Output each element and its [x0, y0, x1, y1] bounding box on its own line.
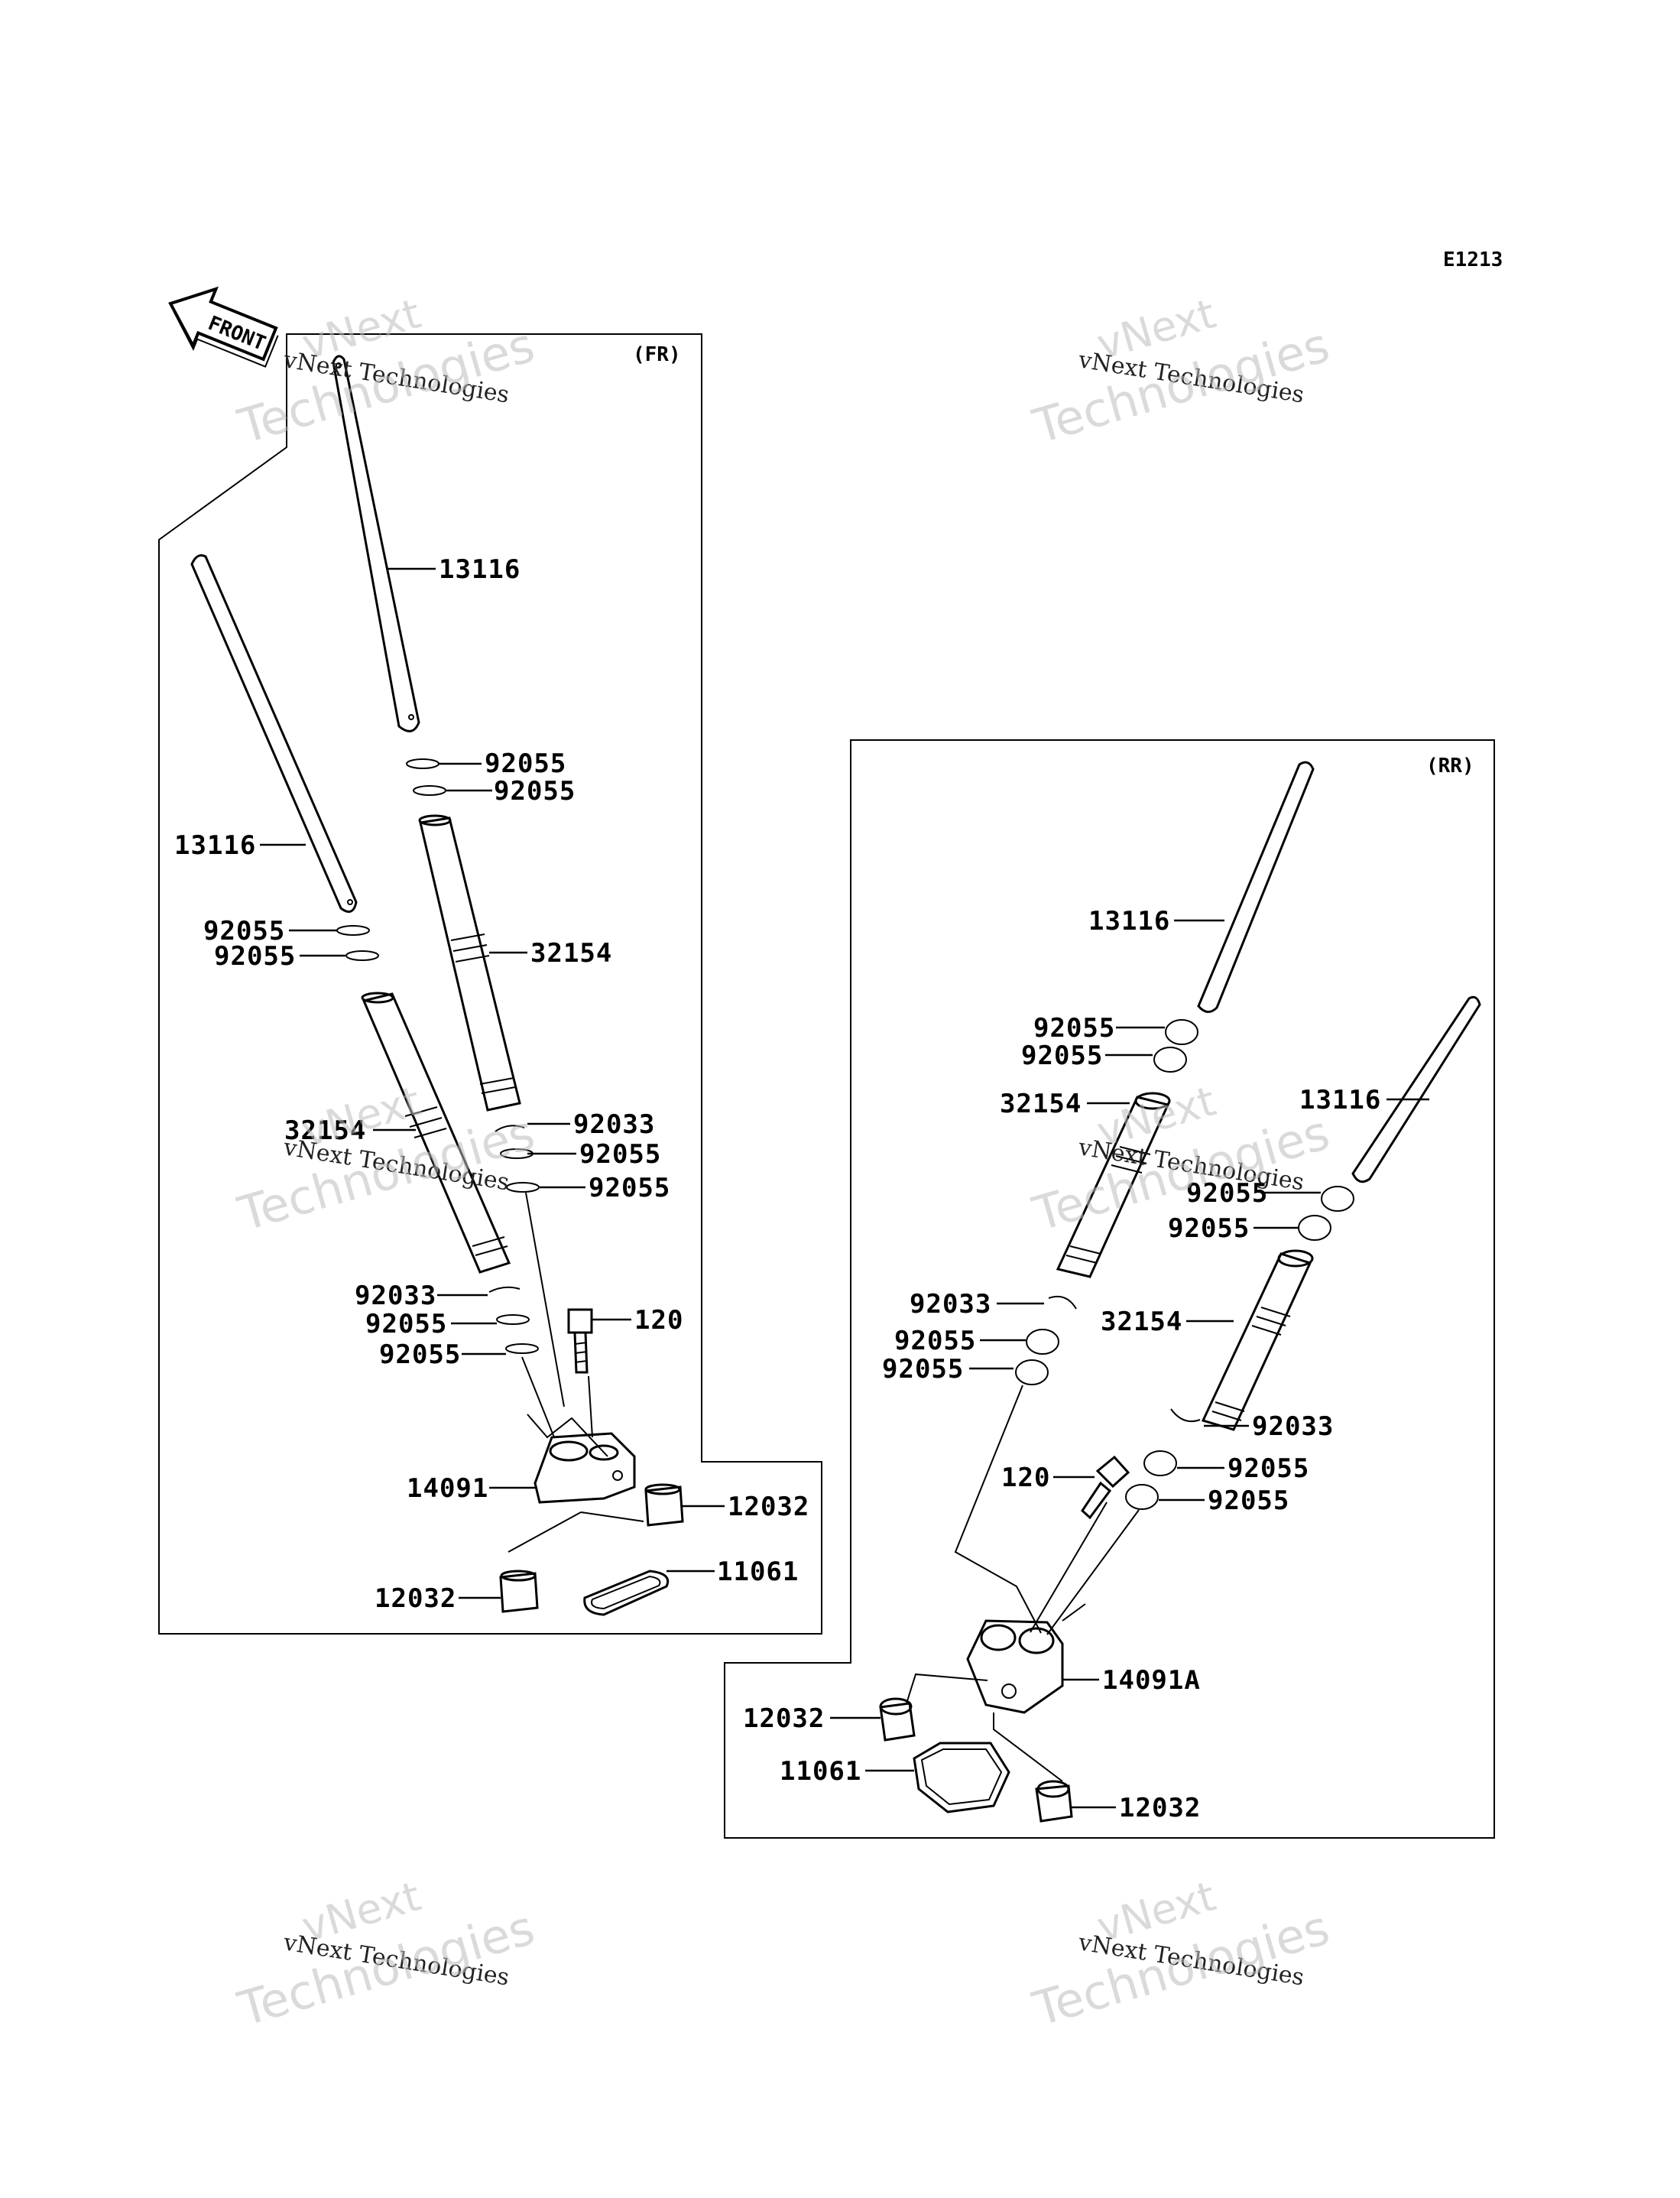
part-number-label: 120	[1001, 1463, 1050, 1493]
fr-circlips	[488, 1125, 525, 1293]
part-number-label: 92055	[579, 1139, 661, 1170]
part-number-label: 12032	[743, 1703, 825, 1734]
part-number-label: 92055	[494, 776, 576, 807]
part-number-label: 92033	[355, 1281, 436, 1311]
rr-push-rod-tube-lower	[1201, 1249, 1314, 1431]
part-number-label: 92033	[1252, 1411, 1334, 1442]
fr-section-label: (FR)	[633, 343, 681, 366]
part-number-label: 12032	[728, 1492, 809, 1522]
rr-bolt	[1081, 1455, 1130, 1520]
part-number-label: 32154	[1101, 1307, 1182, 1337]
part-number-label: 92055	[1168, 1213, 1250, 1244]
fr-push-rod-tube-lower	[361, 992, 511, 1274]
rr-guide-lines	[954, 1385, 1140, 1635]
fr-push-rod-lower	[190, 554, 358, 913]
watermark-mid-left: vNext vNext Technologies Technologies	[232, 1076, 540, 1242]
rr-push-rod-upper	[1197, 761, 1315, 1013]
rr-push-rod-lower	[1351, 995, 1481, 1183]
part-number-label: 13116	[1299, 1085, 1381, 1115]
rr-section-outline	[724, 739, 1495, 1839]
watermark-top-left: vNext vNext Technologies Technologies	[232, 289, 540, 454]
rr-o-rings	[1015, 1019, 1354, 1510]
part-number-label: 120	[634, 1305, 683, 1336]
front-arrow-icon: FRONT	[168, 286, 279, 368]
part-number-label: 92055	[485, 748, 566, 779]
part-number-label: 13116	[439, 554, 521, 585]
part-number-label: 11061	[717, 1557, 799, 1587]
rr-circlips	[1048, 1295, 1201, 1423]
part-number-label: 32154	[284, 1115, 366, 1146]
part-number-label: 92055	[1021, 1041, 1103, 1071]
part-number-label: 12032	[375, 1583, 456, 1614]
part-number-label: 92033	[910, 1289, 991, 1320]
part-number-label: 92055	[1186, 1178, 1268, 1209]
part-number-label: 13116	[174, 830, 256, 861]
fr-push-rod-tube-upper	[418, 814, 521, 1112]
part-number-label: 14091	[407, 1473, 488, 1504]
part-number-label: 92055	[894, 1326, 976, 1356]
watermark-top-right: vNext vNext Technologies Technologies	[1026, 289, 1335, 454]
fr-guide-lines	[521, 1192, 608, 1457]
part-number-label: 92055	[214, 941, 296, 972]
part-number-label: 12032	[1119, 1793, 1201, 1823]
part-number-label: 32154	[1000, 1089, 1082, 1119]
part-number-label: 92055	[589, 1173, 670, 1203]
part-number-label: 92033	[573, 1109, 655, 1140]
part-number-label: 92055	[203, 916, 285, 946]
rr-dowel-pins	[879, 1697, 1073, 1823]
watermark-bottom-left: vNext vNext Technologies Technologies	[232, 1872, 540, 2037]
part-number-label: 92055	[379, 1339, 461, 1370]
rr-push-rod-tube-upper	[1056, 1092, 1171, 1278]
fr-dowel-pins	[499, 1483, 684, 1613]
fr-labels: 13116 92055 92055 13116 92055 92055 3215…	[174, 554, 809, 1614]
part-number-label: 92055	[1208, 1485, 1289, 1516]
part-number-label: 32154	[530, 938, 612, 969]
rr-leaders	[830, 919, 1429, 1809]
part-number-label: 92055	[882, 1354, 964, 1385]
fr-push-rod-holder	[534, 1432, 636, 1504]
part-number-label: 14091A	[1102, 1665, 1201, 1696]
part-number-label: 92055	[365, 1309, 447, 1339]
part-number-label: 92055	[1228, 1453, 1309, 1484]
part-number-label: 92055	[1033, 1013, 1115, 1044]
part-number-label: 13116	[1088, 906, 1170, 937]
part-number-label: 11061	[780, 1756, 861, 1787]
rr-push-rod-holder	[966, 1619, 1064, 1714]
fr-gasket	[583, 1570, 670, 1616]
fr-leaders	[260, 567, 725, 1599]
rr-labels: 13116 92055 92055 32154 13116 92055 9205…	[743, 906, 1381, 1823]
fr-push-rod-upper	[332, 355, 420, 732]
rr-guide-lines-2	[906, 1673, 1063, 1782]
diagram-code: E1213	[1443, 248, 1503, 271]
fr-section-outline	[158, 333, 822, 1635]
watermark-bottom-right: vNext vNext Technologies Technologies	[1026, 1872, 1335, 2037]
fr-guide-lines-2	[508, 1511, 644, 1553]
rr-gasket	[913, 1742, 1010, 1813]
rr-section-label: (RR)	[1426, 755, 1474, 778]
fr-bolt	[567, 1308, 593, 1374]
